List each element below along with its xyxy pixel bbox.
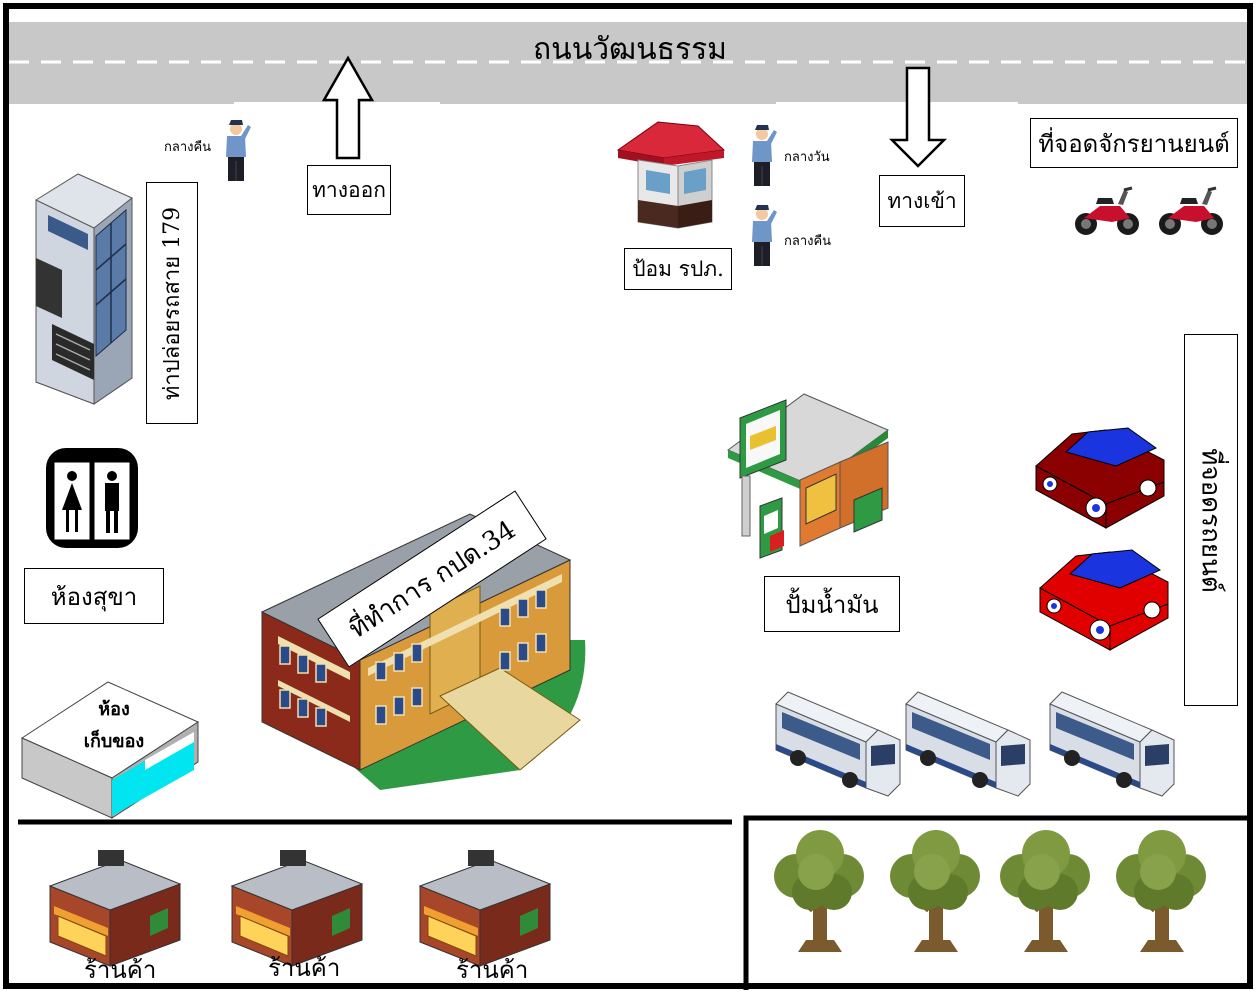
shop-label: ร้านค้า bbox=[84, 956, 157, 984]
tree-icon bbox=[890, 830, 980, 952]
restroom-icon bbox=[46, 448, 138, 548]
bus-stop-label: ท่าปล่อยรถสาย 179 bbox=[146, 182, 198, 424]
gas-station-label: ปั้มน้ำมัน bbox=[764, 576, 900, 632]
tree-icon bbox=[774, 830, 864, 952]
car-icon bbox=[1039, 549, 1169, 651]
gas-station-icon bbox=[727, 393, 889, 559]
tree-icon bbox=[1000, 830, 1090, 952]
shop-icon bbox=[419, 849, 551, 967]
guard-day-label: กลางวัน bbox=[784, 150, 830, 165]
security-guard-icon bbox=[751, 124, 778, 187]
shop-icon bbox=[49, 849, 181, 967]
shop-label: ร้านค้า bbox=[456, 956, 529, 984]
motorcycle-icon bbox=[1073, 186, 1141, 237]
car-icon bbox=[1035, 427, 1165, 529]
storage-label-line1: ห้อง bbox=[98, 699, 130, 720]
storage-label: ห้อง เก็บของ bbox=[76, 694, 152, 758]
bus-stop-building-icon bbox=[35, 173, 133, 405]
restroom-label: ห้องสุขา bbox=[24, 568, 164, 624]
guard-night-label: กลางคืน bbox=[164, 140, 212, 155]
guard-night-label-2: กลางคืน bbox=[784, 234, 832, 249]
green-zone-divider bbox=[743, 815, 1250, 990]
exit-arrow-icon bbox=[321, 55, 375, 160]
road-name: ถนนวัฒนธรรม bbox=[533, 32, 727, 67]
motorcycle-icon bbox=[1157, 186, 1225, 237]
security-guard-icon bbox=[225, 119, 252, 182]
site-boundary bbox=[3, 3, 1253, 989]
office-windows bbox=[279, 589, 547, 727]
guard-booth-label: ป้อม รปภ. bbox=[624, 248, 732, 290]
security-guard-icon bbox=[751, 204, 778, 267]
bus-icon bbox=[905, 691, 1031, 797]
entrance-arrow-icon bbox=[888, 66, 948, 168]
shop-label: ร้านค้า bbox=[268, 954, 341, 982]
car-parking-label: ที่จอดรถยนต์ bbox=[1184, 334, 1238, 706]
motorcycle-parking-label: ที่จอดจักรยานยนต์ bbox=[1030, 118, 1238, 168]
bus-icon bbox=[775, 691, 901, 797]
exit-label: ทางออก bbox=[307, 165, 391, 215]
storage-label-line2: เก็บของ bbox=[83, 731, 145, 752]
entrance-label: ทางเข้า bbox=[879, 175, 965, 227]
bus-stop-label-text: ท่าปล่อยรถสาย 179 bbox=[160, 206, 186, 400]
tree-icon bbox=[1116, 830, 1206, 952]
bus-icon bbox=[1049, 691, 1175, 797]
car-parking-label-text: ที่จอดรถยนต์ bbox=[1195, 447, 1226, 593]
guard-booth-icon bbox=[616, 121, 726, 229]
storage-room-icon bbox=[20, 681, 200, 819]
